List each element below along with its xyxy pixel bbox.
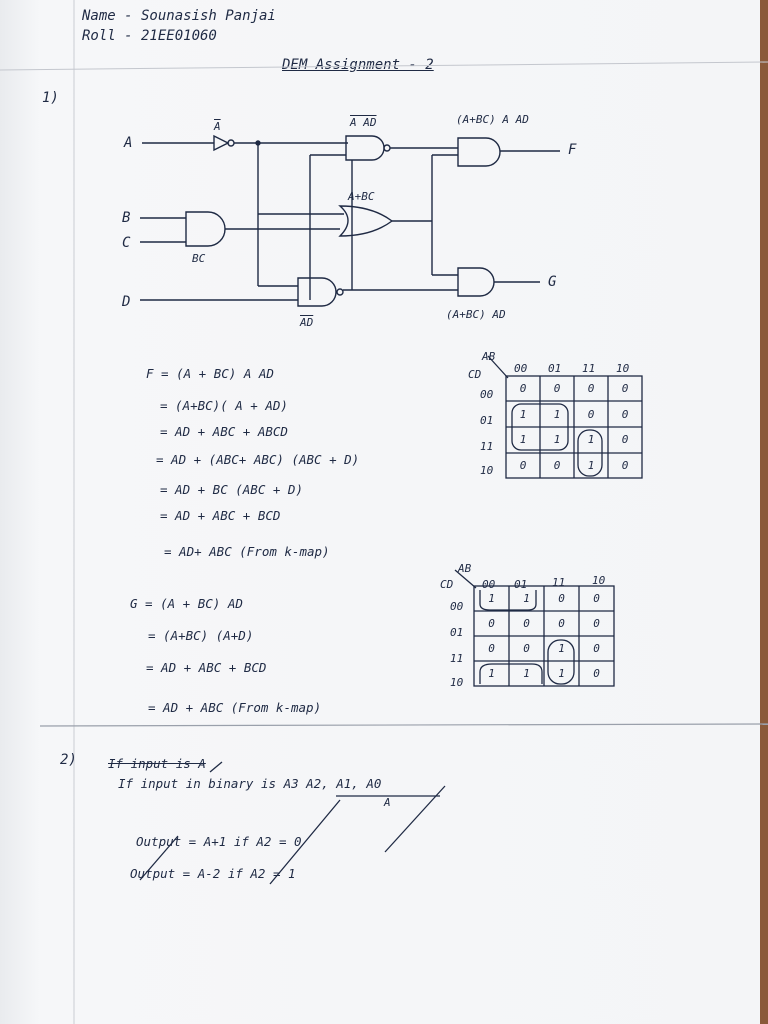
question-2-number: 2)	[60, 752, 77, 768]
kmap-cell: 0	[621, 458, 629, 472]
kmap-g-col: 00	[482, 578, 496, 591]
kmap-f-col: 11	[582, 362, 596, 375]
kmap-cell: 0	[523, 642, 530, 655]
q2-line-1: If input in binary is A3 A2, A1, A0	[118, 776, 382, 791]
g-step-1: G = (A + BC) AD	[130, 596, 243, 611]
kmap-cell: 0	[621, 382, 629, 395]
kmap-cell: 1	[587, 458, 595, 472]
kmap-cell: 1	[488, 667, 495, 680]
or-gate-label: A+BC	[348, 190, 375, 203]
kmap-cell: 0	[553, 458, 561, 472]
kmap-f-row: 01	[480, 414, 494, 427]
f-step-5: = AD + BC (ABC + D)	[160, 482, 303, 497]
page-title: DEM Assignment - 2	[282, 57, 434, 73]
q2-output-2: Output = A-2 if A2 = 1	[130, 866, 296, 881]
g-step-2: = (A+BC) (A+D)	[148, 628, 254, 643]
kmap-cell: 1	[553, 433, 561, 446]
kmap-cell: 1	[519, 433, 527, 446]
kmap-cell: 0	[519, 382, 527, 395]
kmap-f-cd: CD	[468, 368, 482, 381]
kmap-cell: 0	[488, 642, 495, 655]
f-step-7: = AD+ ABC (From k-map)	[164, 544, 330, 559]
and-bc-label: BC	[192, 252, 206, 265]
kmap-cell: 0	[621, 433, 629, 446]
kmap-g-row: 00	[450, 600, 464, 613]
kmap-cell: 1	[523, 667, 530, 680]
kmap-g-cd: CD	[440, 578, 454, 591]
roll-number: Roll - 21EE01060	[82, 28, 217, 44]
kmap-cell: 0	[519, 458, 527, 472]
kmap-g-ab: AB	[458, 562, 472, 575]
kmap-cell: 1	[519, 407, 527, 421]
kmap-cell: 0	[553, 382, 561, 395]
kmap-cell: 0	[593, 642, 600, 655]
kmap-cell: 1	[488, 592, 495, 605]
kmap-cell: 0	[587, 382, 595, 395]
kmap-f-row: 11	[480, 440, 494, 453]
input-d-label: D	[122, 294, 131, 310]
kmap-f-row: 10	[480, 464, 494, 477]
kmap-cell: 0	[593, 592, 600, 605]
g-gate-expression: (A+BC) AD	[446, 308, 506, 321]
question-1-number: 1)	[42, 90, 59, 106]
nand-top-label: A AD	[350, 116, 377, 129]
student-name: Name - Sounasish Panjai	[82, 8, 276, 24]
kmap-cell: 1	[523, 592, 530, 605]
output-f-label: F	[568, 142, 577, 158]
kmap-cell: 1	[558, 642, 565, 655]
kmap-cell: 1	[558, 667, 565, 680]
kmap-cell: 0	[523, 617, 530, 630]
kmap-f-col: 10	[616, 362, 630, 375]
q2-struck-line: If input is A	[108, 756, 206, 771]
q2-output-1: Output = A+1 if A2 = 0	[136, 834, 302, 849]
kmap-g-row: 10	[450, 676, 464, 689]
input-a-label: A	[124, 135, 133, 151]
f-step-2: = (A+BC)( A + AD)	[160, 398, 288, 413]
nand-bottom-label: AD	[300, 316, 314, 329]
g-step-3: = AD + ABC + BCD	[146, 660, 267, 675]
input-b-label: B	[122, 210, 131, 226]
f-step-1: F = (A + BC) A AD	[146, 366, 274, 381]
kmap-cell: 1	[587, 433, 595, 446]
q2-label-a: A	[384, 796, 391, 809]
f-step-3: = AD + ABC + ABCD	[160, 424, 288, 439]
kmap-cell: 1	[553, 407, 561, 421]
kmap-f-col: 00	[514, 362, 528, 375]
kmap-f-row: 00	[480, 388, 494, 401]
f-gate-expression: (A+BC) A AD	[456, 113, 529, 126]
kmap-g-col: 10	[592, 574, 606, 587]
kmap-cell: 0	[558, 617, 565, 630]
output-g-label: G	[548, 274, 557, 290]
f-step-6: = AD + ABC + BCD	[160, 508, 281, 523]
kmap-cell: 0	[621, 407, 629, 421]
g-step-4: = AD + ABC (From k-map)	[148, 700, 322, 715]
kmap-g-row: 01	[450, 626, 464, 639]
kmap-g-col: 01	[514, 578, 528, 591]
kmap-cell: 0	[558, 592, 565, 605]
input-c-label: C	[122, 235, 131, 251]
kmap-cell: 0	[593, 667, 600, 680]
kmap-cell: 0	[488, 617, 495, 630]
f-step-4: = AD + (ABC+ ABC) (ABC + D)	[156, 452, 360, 467]
not-a-label: A	[214, 120, 221, 133]
kmap-f-col: 01	[548, 362, 562, 375]
kmap-g-row: 11	[450, 652, 464, 665]
kmap-cell: 0	[587, 407, 595, 421]
kmap-cell: 0	[593, 617, 600, 630]
